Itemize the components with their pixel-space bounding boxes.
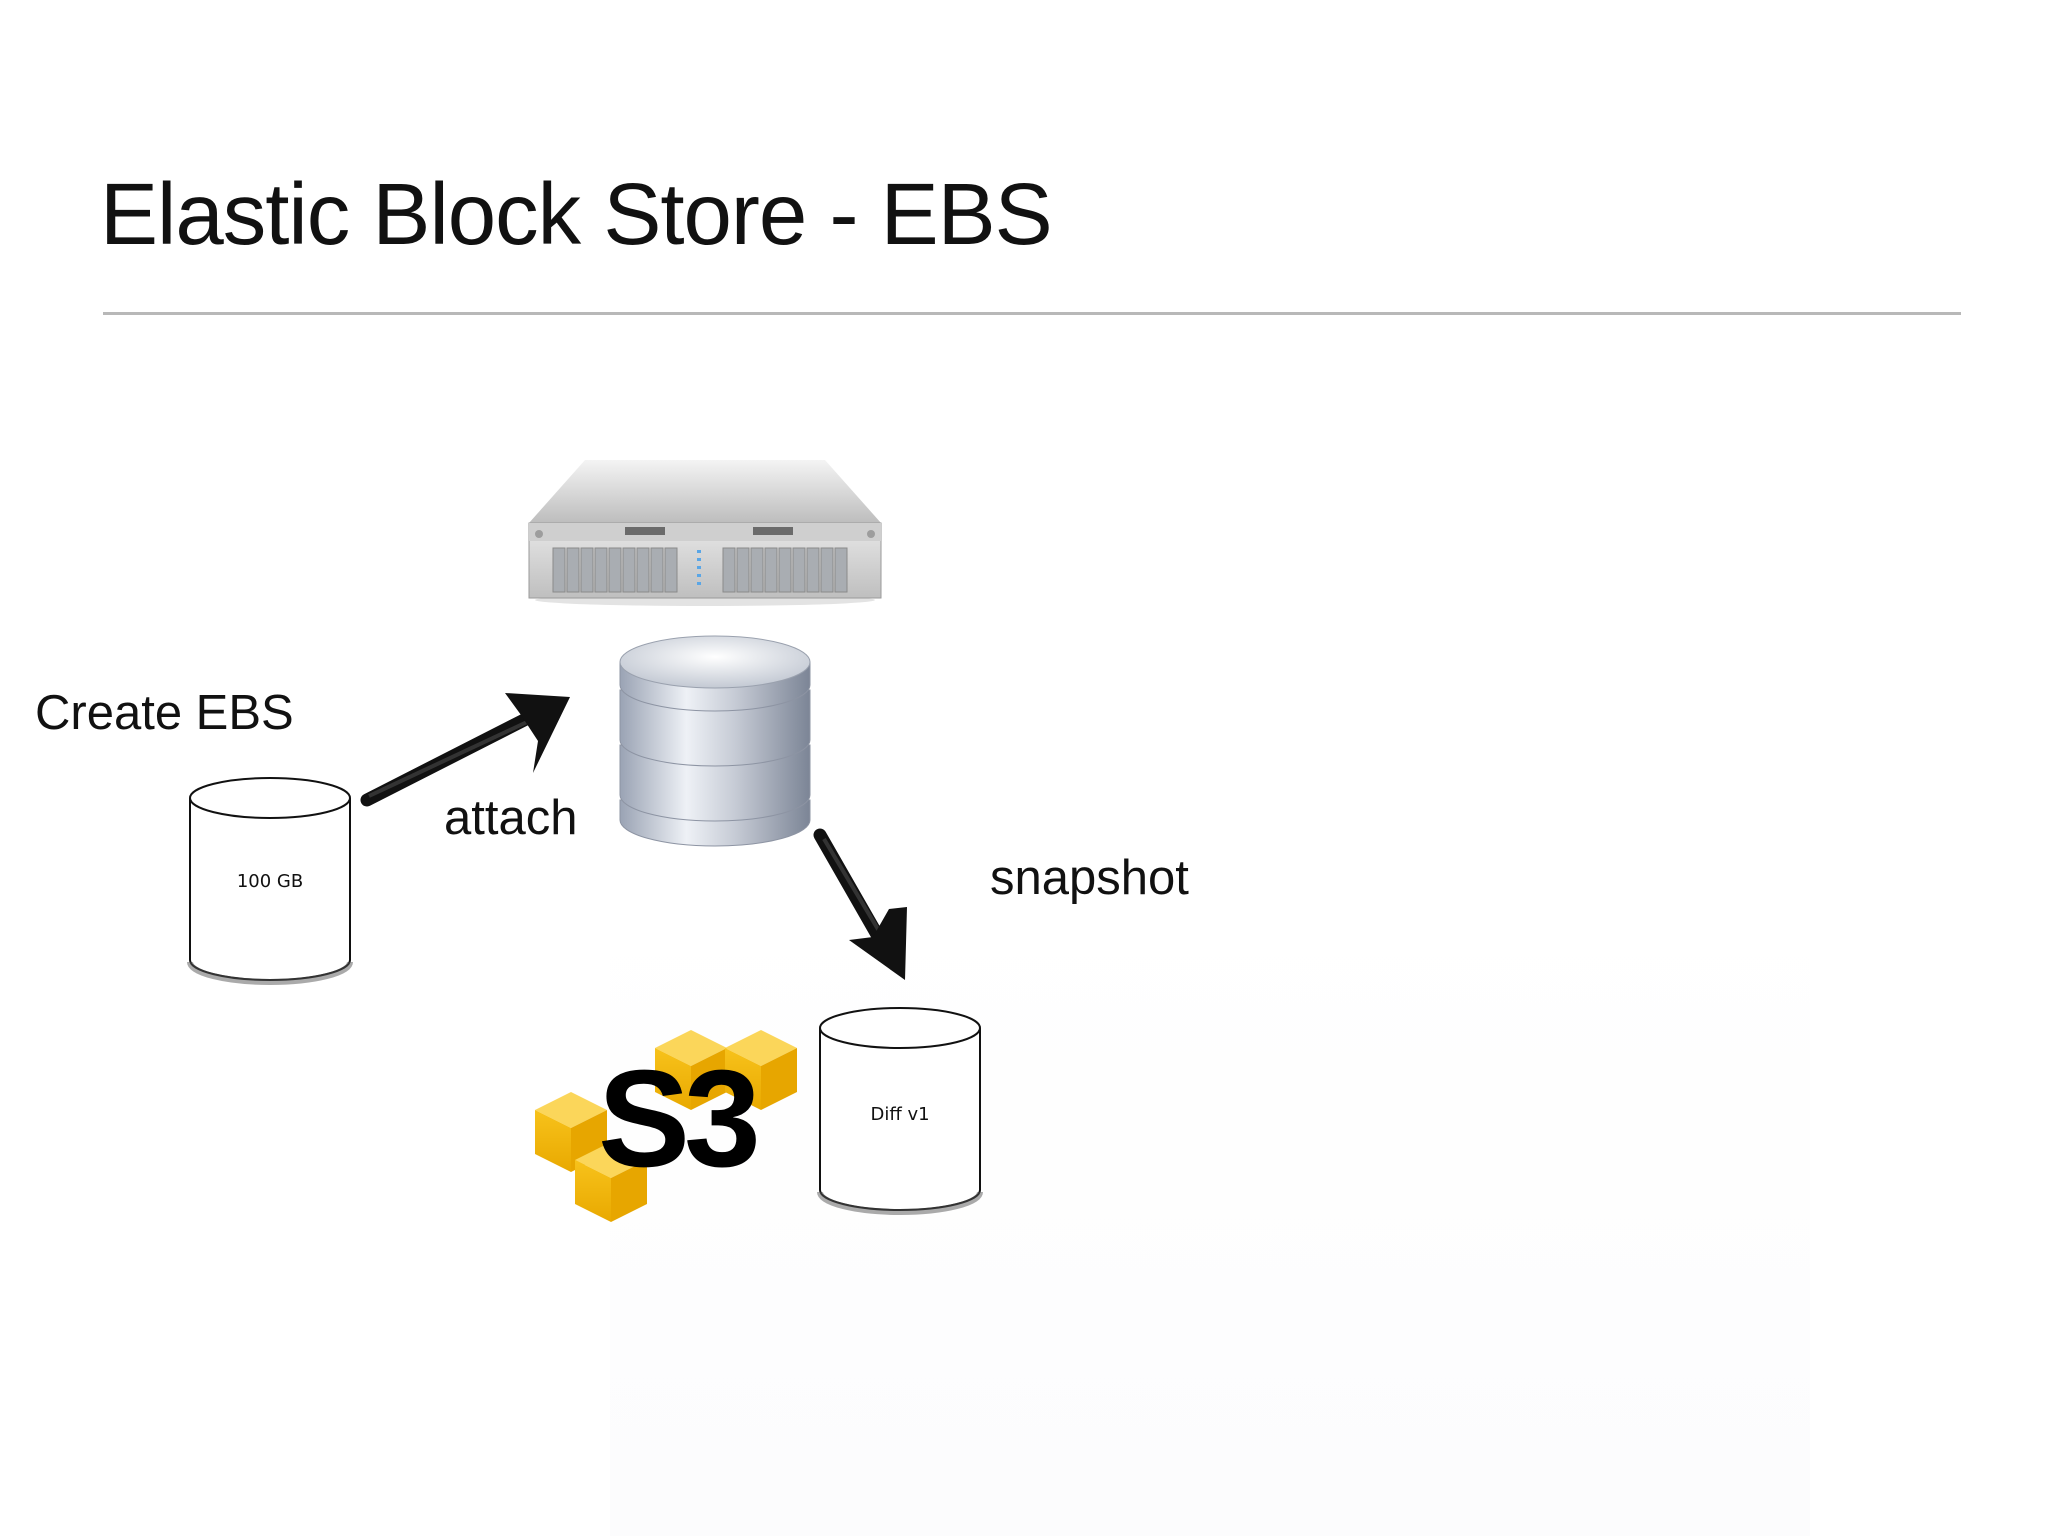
database-icon (619, 635, 811, 847)
s3-logo-text: S3 (598, 1042, 761, 1196)
diff-label: Diff v1 (870, 1104, 929, 1125)
create-ebs-label: Create EBS (35, 686, 294, 740)
background-shade (610, 900, 1810, 1536)
server-icon (528, 460, 882, 606)
s3-cubes-icon (535, 1030, 797, 1222)
volume-size-label: 100 GB (237, 871, 303, 892)
title-divider (103, 312, 1961, 315)
snapshot-arrow-icon (813, 828, 907, 980)
snapshot-label: snapshot (990, 851, 1189, 905)
attach-arrow-icon (360, 693, 570, 807)
attach-label: attach (444, 791, 578, 845)
ebs-volume-cylinder-icon: 100 GB (187, 777, 353, 985)
snapshot-diff-cylinder-icon: Diff v1 (817, 1007, 983, 1215)
slide-title: Elastic Block Store - EBS (100, 166, 1053, 263)
